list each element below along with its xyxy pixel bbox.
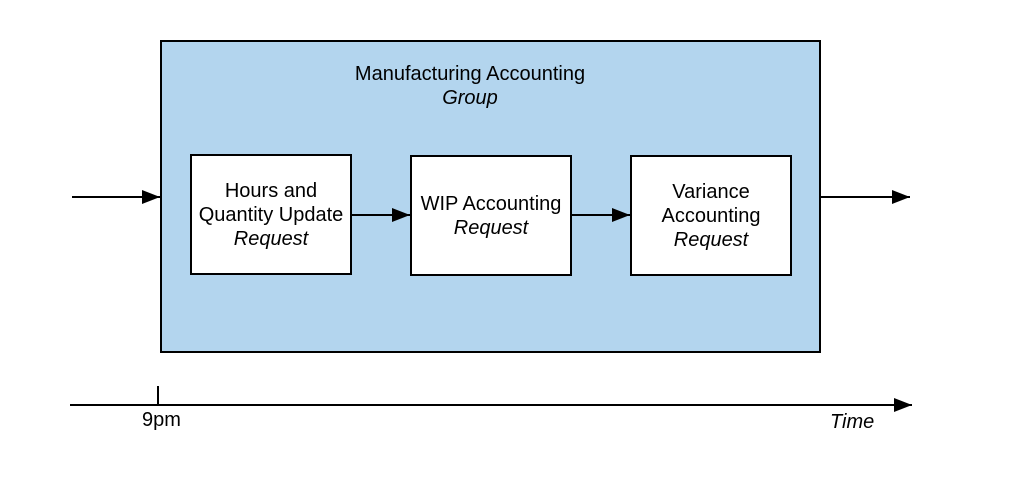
group-title: Manufacturing Accounting Group <box>270 62 670 110</box>
process-box-variance-accounting: Variance Accounting Request <box>630 155 792 276</box>
box1-line2: Quantity Update <box>198 203 344 226</box>
process-box-wip-accounting: WIP Accounting Request <box>410 155 572 276</box>
process-box-hours-quantity-update: Hours and Quantity Update Request <box>190 154 352 275</box>
box3-line1: Variance <box>672 180 750 203</box>
timeline-axis-label: Time <box>830 411 875 433</box>
box1-line1: Hours and <box>224 179 318 202</box>
box3-line2: Accounting <box>661 204 761 227</box>
box2-line1: WIP Accounting <box>420 192 562 215</box>
timeline-tick-label: 9pm <box>142 409 181 431</box>
box2-request-label: Request <box>453 216 529 239</box>
box3-request-label: Request <box>673 228 749 251</box>
box1-request-label: Request <box>233 227 309 250</box>
group-subtitle-text: Group <box>442 87 498 109</box>
group-title-text: Manufacturing Accounting <box>354 63 586 85</box>
